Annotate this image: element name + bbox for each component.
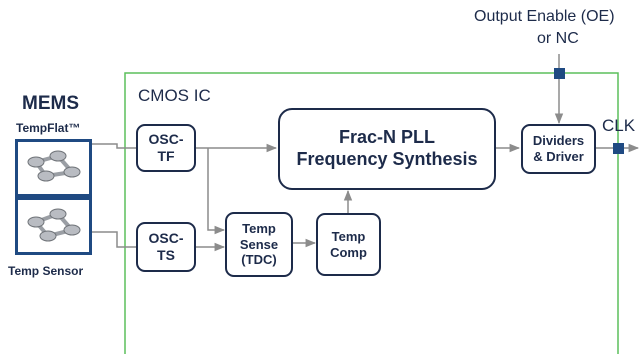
output-enable-label-line2: or NC (537, 30, 579, 47)
oe-pad (554, 68, 565, 79)
wire-mems-osctf (92, 143, 136, 149)
resonator-icon (27, 150, 81, 182)
osc-ts-block: OSC- TS (136, 222, 196, 272)
sensor-resonator-icon (27, 208, 81, 242)
osc-tf-label: OSC- TF (148, 131, 184, 164)
temp-sense-label: Temp Sense (TDC) (239, 221, 279, 268)
wire-mems-oscts (92, 231, 136, 248)
clk-label: CLK (602, 116, 636, 135)
mems-resonator-cell (15, 139, 92, 197)
dividers-label: Dividers & Driver (532, 133, 585, 164)
mems-sensor-cell (15, 197, 92, 255)
cmos-ic-label: CMOS IC (138, 86, 211, 105)
mems-title: MEMS (22, 93, 79, 114)
tempflat-label: TempFlat™ (16, 121, 81, 135)
temp-sense-block: Temp Sense (TDC) (225, 212, 293, 277)
osc-tf-block: OSC- TF (136, 124, 196, 172)
pll-label: Frac-N PLL Frequency Synthesis (296, 127, 478, 169)
dividers-block: Dividers & Driver (521, 124, 596, 174)
pll-block: Frac-N PLL Frequency Synthesis (278, 108, 496, 190)
output-enable-label: Output Enable (OE) (474, 8, 615, 25)
temp-comp-block: Temp Comp (316, 213, 381, 276)
osc-ts-label: OSC- TS (148, 230, 184, 263)
temp-sensor-label: Temp Sensor (8, 264, 84, 278)
wire-osctf-tempsense (207, 148, 226, 235)
cmos-ic-boundary (124, 72, 619, 354)
clk-pad (613, 143, 624, 154)
temp-comp-label: Temp Comp (330, 228, 367, 260)
